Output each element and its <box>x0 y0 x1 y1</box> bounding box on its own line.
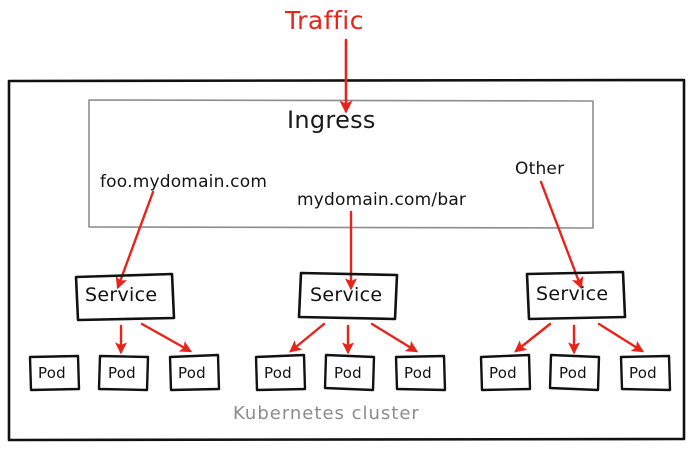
ingress-rule-host: foo.mydomain.com <box>100 172 268 192</box>
pod-box-0-2 <box>168 353 221 392</box>
pod-label-2-2: Pod <box>629 364 657 382</box>
service-box-1 <box>297 271 399 321</box>
pod-box-0-0 <box>28 354 81 392</box>
rule-arrow-other <box>539 180 584 290</box>
service-box-2 <box>525 270 627 321</box>
pod-box-0-1 <box>97 354 150 392</box>
rule-arrow-foo <box>115 190 155 290</box>
pod-box-1-0 <box>254 353 307 392</box>
ingress-box <box>88 99 594 229</box>
ingress-label: Ingress <box>287 106 376 134</box>
service-pod-arrow-2-0 <box>514 322 552 353</box>
pod-box-2-1 <box>548 353 601 392</box>
pod-label-0-1: Pod <box>108 364 136 382</box>
pod-box-2-0 <box>479 353 532 392</box>
pod-label-0-2: Pod <box>178 364 206 382</box>
pod-label-0-0: Pod <box>38 364 66 382</box>
pod-label-1-1: Pod <box>334 364 362 382</box>
ingress-rule-path: mydomain.com/bar <box>297 190 467 210</box>
pod-label-1-0: Pod <box>264 364 292 382</box>
pod-label-1-2: Pod <box>404 364 432 382</box>
ingress-rule-other: Other <box>515 159 565 179</box>
pod-box-1-1 <box>323 353 376 392</box>
service-label-1: Service <box>310 284 383 306</box>
pod-box-1-2 <box>394 354 447 392</box>
cluster-caption: Kubernetes cluster <box>233 403 420 424</box>
service-pod-arrow-1-0 <box>289 322 326 353</box>
service-label-2: Service <box>536 283 609 305</box>
service-label-0: Service <box>85 284 158 306</box>
pod-box-2-2 <box>619 354 672 392</box>
service-pod-arrow-0-2 <box>140 322 193 353</box>
service-pod-arrow-1-2 <box>370 322 419 353</box>
pod-label-2-0: Pod <box>489 364 517 382</box>
service-pod-arrow-2-2 <box>597 322 645 353</box>
pod-label-2-1: Pod <box>559 364 587 382</box>
service-box-0 <box>74 272 176 322</box>
cluster-box <box>7 78 686 442</box>
traffic-label: Traffic <box>285 6 364 35</box>
